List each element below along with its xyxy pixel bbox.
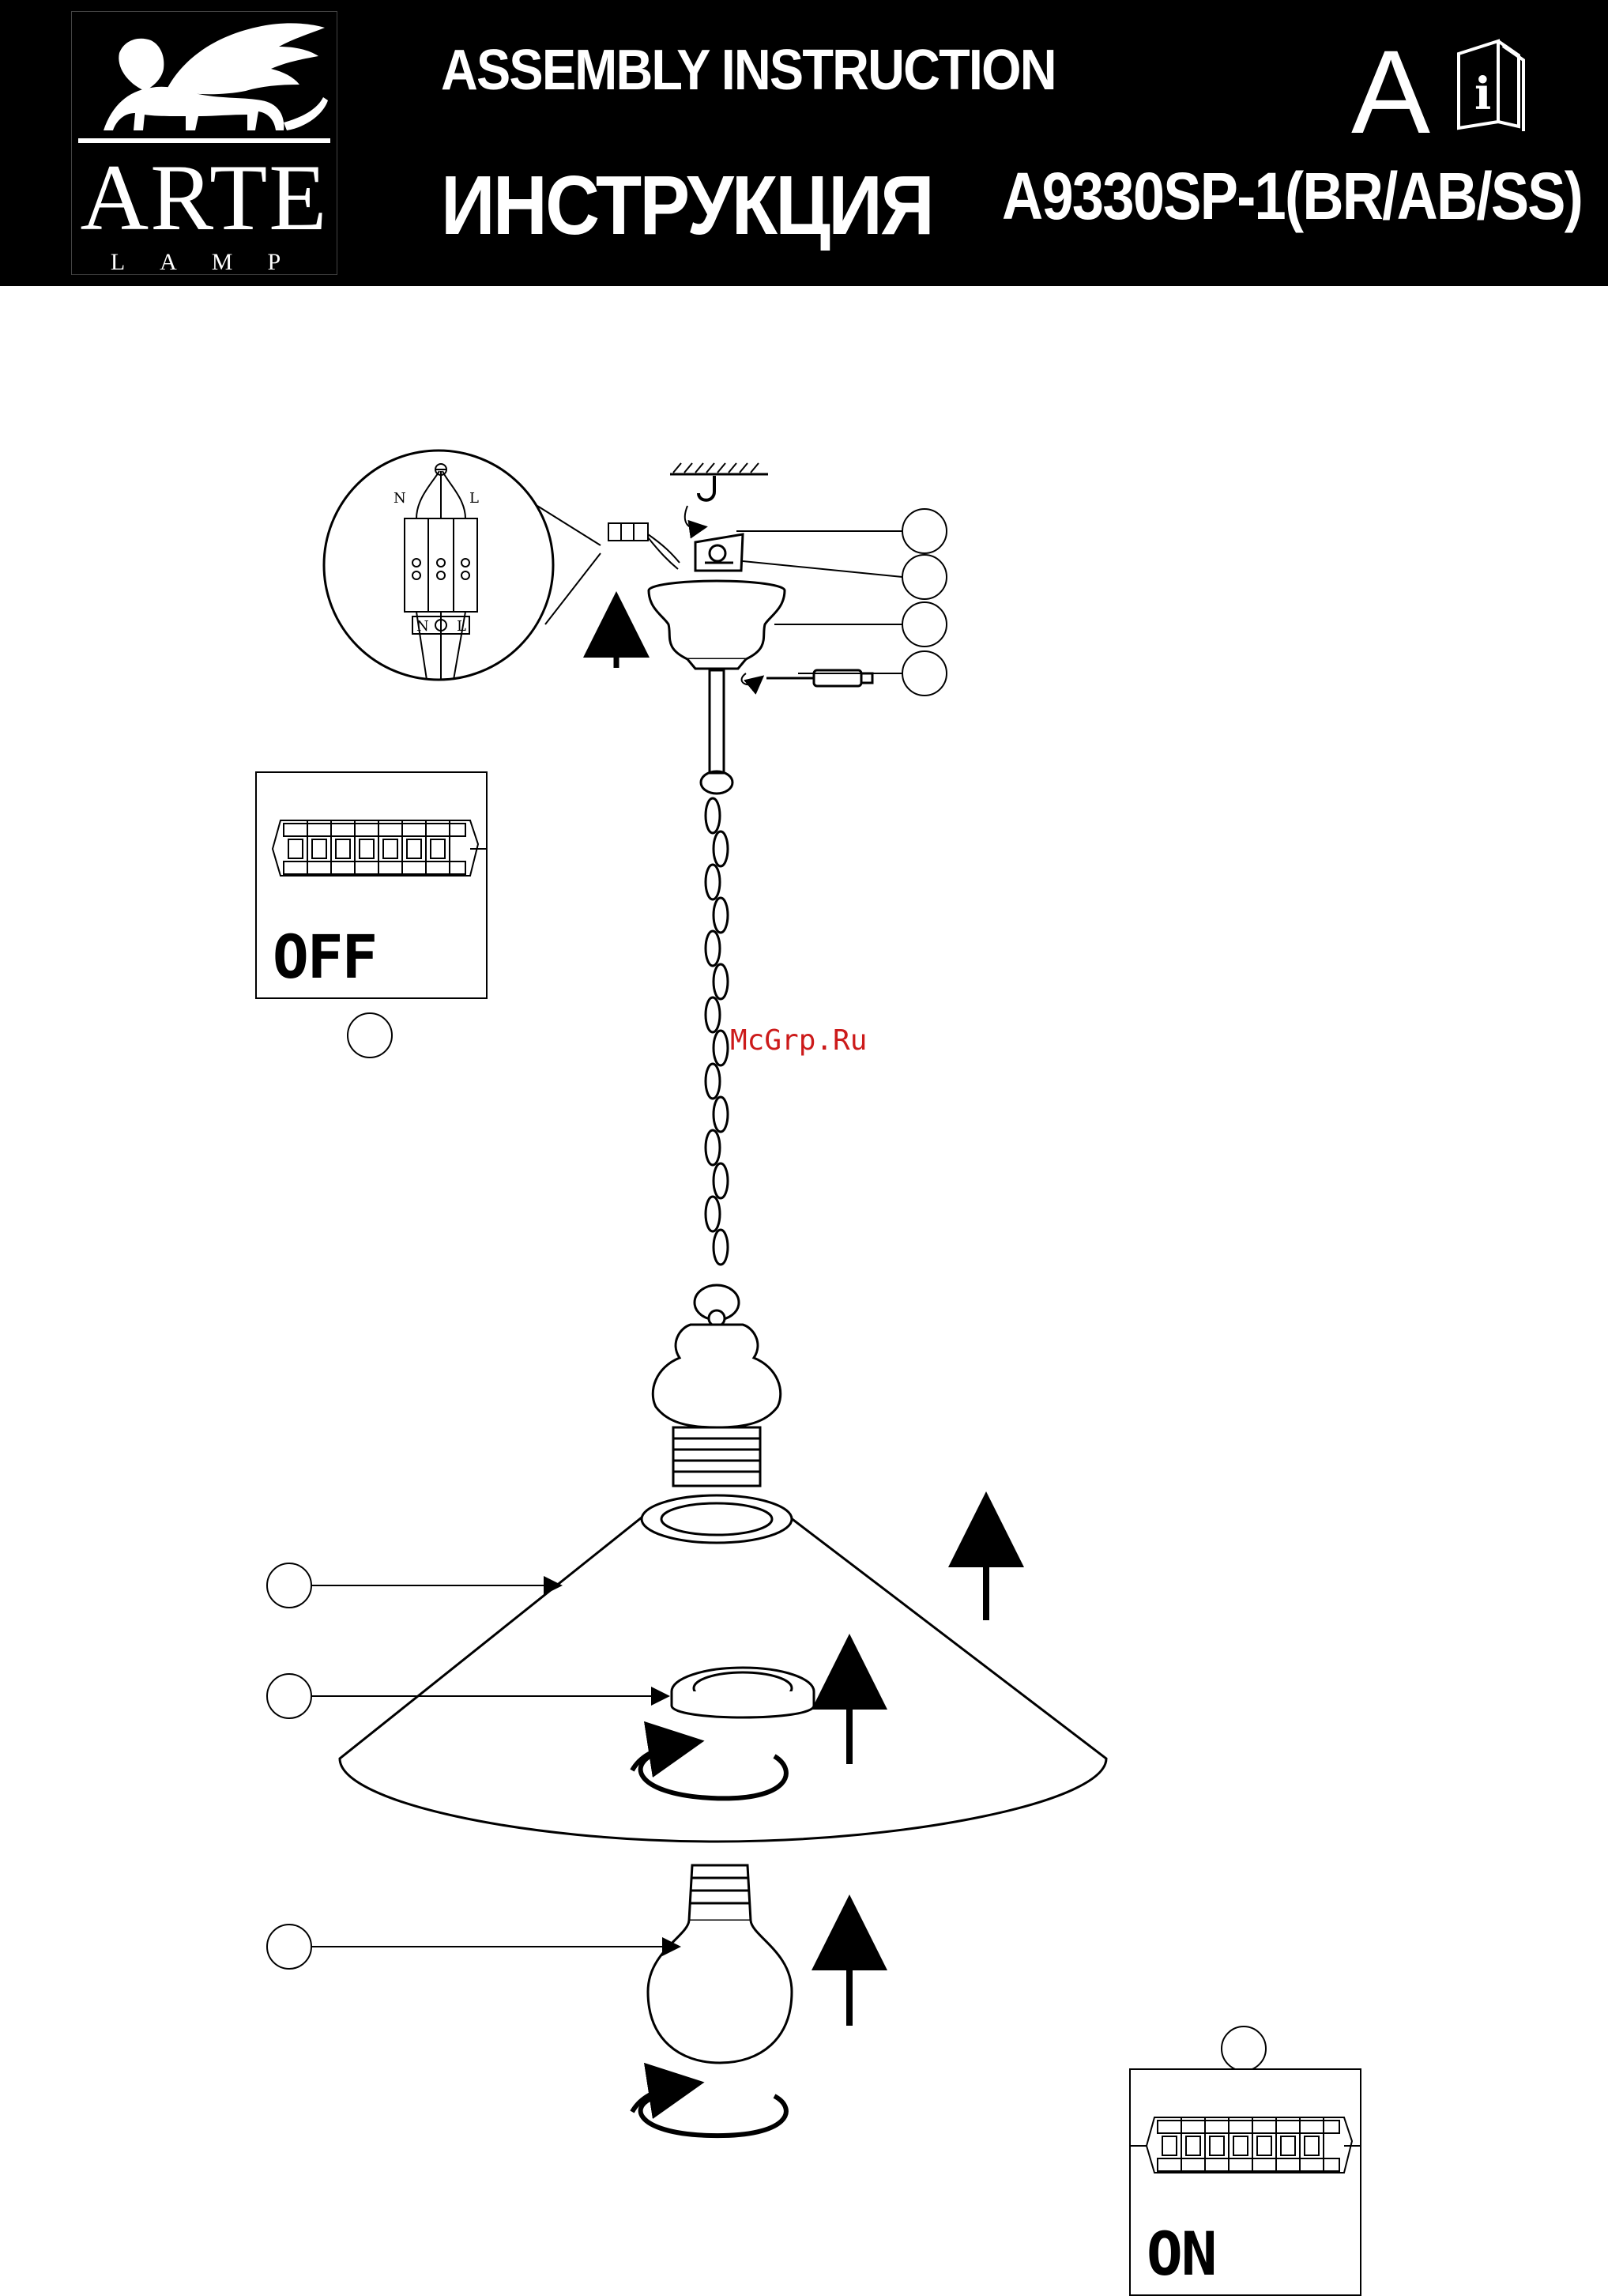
header-bar: ARTE LAMP ASSEMBLY INSTRUCTION ИНСТРУКЦИ… bbox=[0, 0, 1608, 286]
switch-panel-on: ON bbox=[1129, 2068, 1361, 2296]
wire-connector bbox=[608, 523, 680, 569]
griffin-icon bbox=[72, 12, 337, 146]
model-number: A9330SP-1(BR/AB/SS) bbox=[1002, 158, 1582, 235]
wire-label-l-top: L bbox=[469, 490, 479, 507]
canopy bbox=[649, 581, 785, 669]
title-russian: ИНСТРУКЦИЯ bbox=[441, 158, 932, 254]
callout-marker bbox=[902, 509, 947, 553]
callout-marker bbox=[902, 555, 947, 599]
lamp-holder bbox=[653, 1310, 781, 1486]
switch-label-off: OFF bbox=[273, 922, 376, 992]
ceiling-mount-hatch bbox=[670, 463, 768, 474]
wire-label-n-bottom: N bbox=[416, 618, 429, 635]
brand-logo: ARTE LAMP bbox=[71, 11, 337, 275]
light-bulb bbox=[648, 1865, 792, 2063]
section-letter: A bbox=[1351, 24, 1430, 160]
terminal-strip-off-icon bbox=[257, 773, 486, 915]
callout-marker bbox=[267, 1674, 311, 1718]
terminal-strip-on-icon bbox=[1131, 2070, 1360, 2212]
callout-marker bbox=[267, 1925, 311, 1969]
switch-panel-off: OFF bbox=[255, 771, 488, 999]
callout-marker bbox=[1222, 2026, 1266, 2071]
callout-marker bbox=[902, 651, 947, 696]
brand-subname: LAMP bbox=[72, 249, 337, 276]
switch-label-on: ON bbox=[1147, 2219, 1216, 2289]
brand-name: ARTE bbox=[72, 146, 337, 249]
callout-marker bbox=[348, 1013, 392, 1058]
rotate-arrow-bulb bbox=[632, 2087, 786, 2136]
watermark-text: McGrp.Ru bbox=[730, 1024, 867, 1057]
lamp-drawing: N L N L bbox=[0, 286, 1608, 2162]
title-english: ASSEMBLY INSTRUCTION bbox=[441, 38, 1056, 103]
suspension-rod bbox=[710, 670, 724, 773]
ring-nut bbox=[672, 1668, 814, 1717]
wire-label-n-top: N bbox=[394, 490, 406, 507]
callout-marker bbox=[902, 602, 947, 647]
svg-text:i: i bbox=[1474, 68, 1491, 120]
wire-label-l-bottom: L bbox=[457, 618, 466, 635]
assembly-diagram: N L N L bbox=[0, 286, 1608, 2162]
mounting-bracket bbox=[695, 534, 743, 571]
ceiling-hook bbox=[699, 476, 714, 500]
manual-info-icon: i bbox=[1451, 30, 1530, 133]
callout-marker bbox=[267, 1563, 311, 1608]
